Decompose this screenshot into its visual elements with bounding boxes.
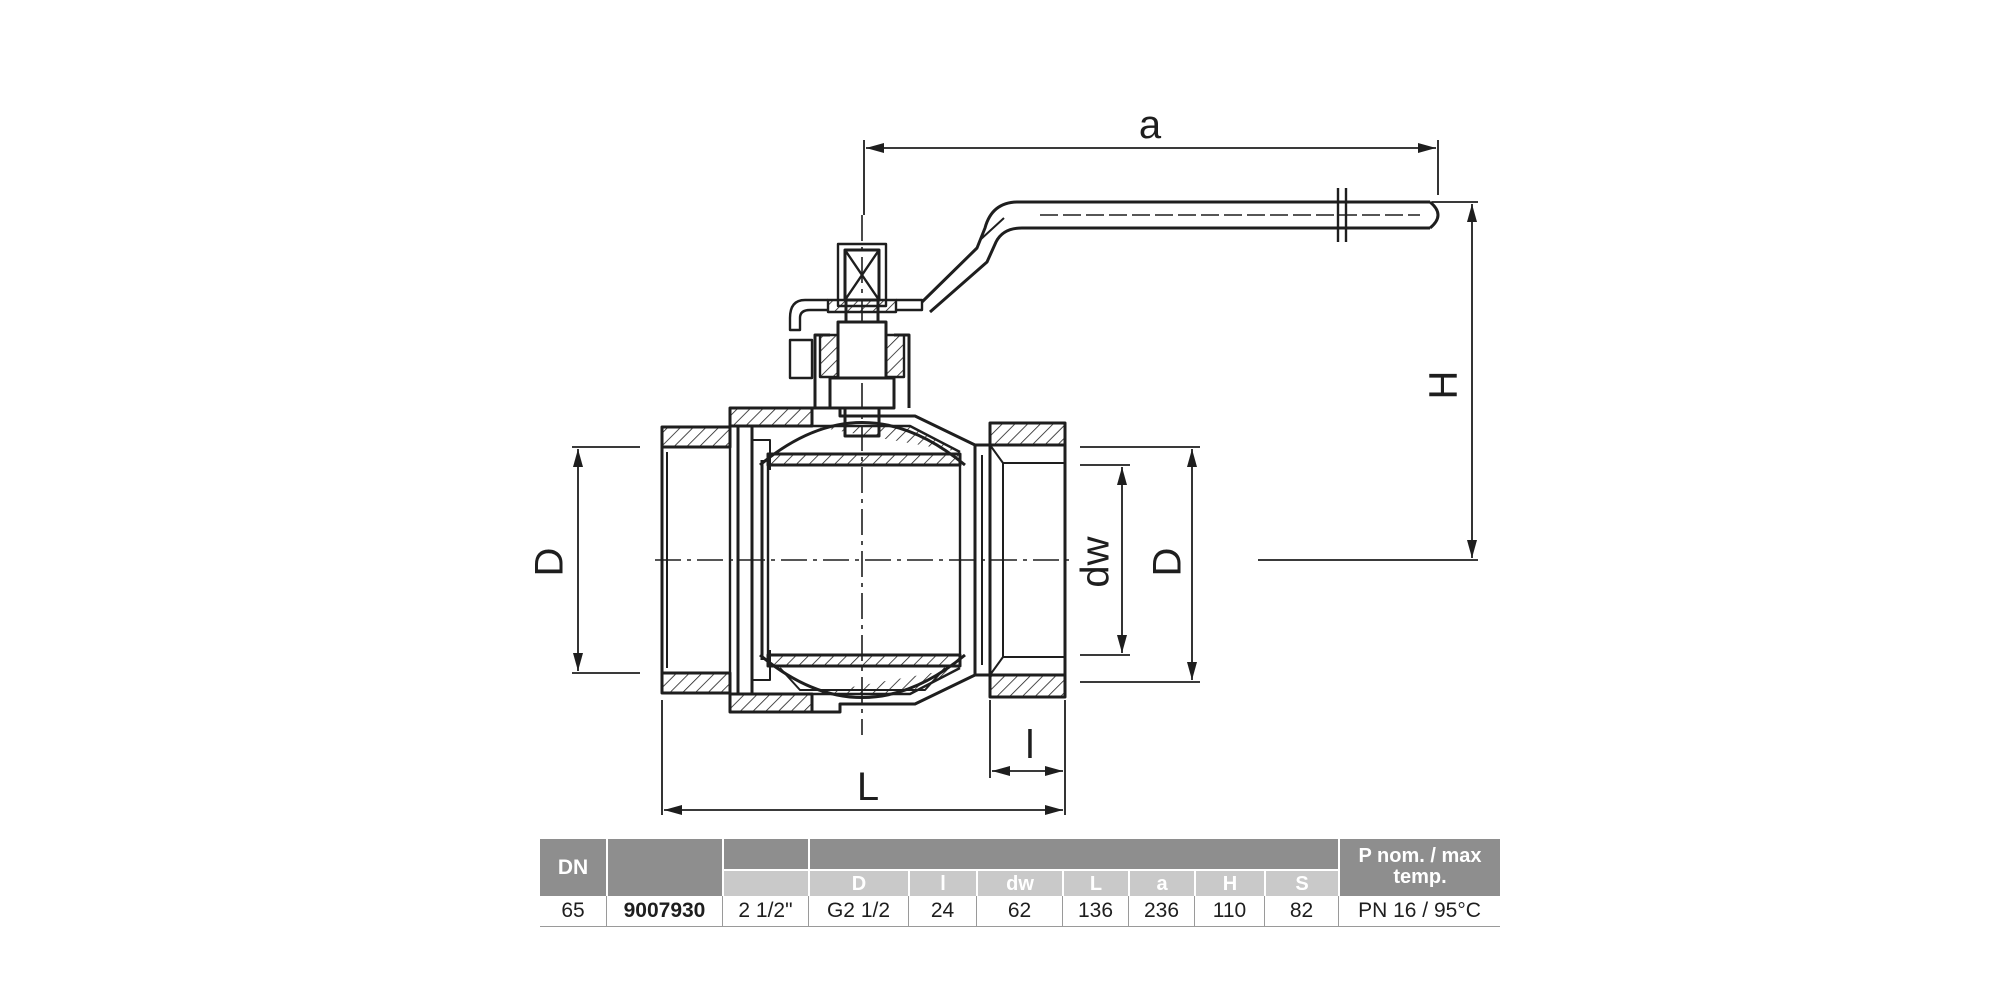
cell-size: 2 1/2" bbox=[722, 896, 808, 926]
cell-H: 110 bbox=[1194, 896, 1264, 926]
header-pressure: P nom. / max temp. bbox=[1338, 839, 1500, 896]
cell-dw: 62 bbox=[976, 896, 1062, 926]
header-pressure-line2: temp. bbox=[1393, 866, 1447, 888]
cell-dn: 65 bbox=[561, 899, 585, 922]
table-row: 65 9007930 2 1/2" G2 1/2 24 62 136 236 1… bbox=[540, 896, 1500, 927]
header-D: D bbox=[808, 869, 908, 896]
header-size-top bbox=[722, 839, 808, 869]
header-S: S bbox=[1264, 869, 1338, 896]
valve-body bbox=[660, 406, 1067, 714]
header-H: H bbox=[1194, 869, 1264, 896]
header-L: L bbox=[1062, 869, 1128, 896]
handle-lever bbox=[920, 188, 1440, 314]
header-dimensions-group bbox=[808, 839, 1338, 869]
header-l: l bbox=[908, 869, 976, 896]
dim-label-L: L bbox=[857, 765, 879, 809]
table-header: DN D l dw L a H S P nom. / max temp. bbox=[540, 839, 1500, 896]
cell-pressure: PN 16 / 95°C bbox=[1338, 896, 1500, 926]
cell-code: 9007930 bbox=[606, 896, 722, 926]
cell-D: G2 1/2 bbox=[808, 896, 908, 926]
header-dw: dw bbox=[976, 869, 1062, 896]
dim-label-l: l bbox=[1026, 723, 1035, 767]
dim-label-D-right: D bbox=[1146, 548, 1190, 577]
cell-a: 236 bbox=[1128, 896, 1194, 926]
dim-label-D-left: D bbox=[528, 548, 572, 577]
cell-L: 136 bbox=[1062, 896, 1128, 926]
dim-label-dw: dw bbox=[1074, 536, 1118, 587]
dim-label-a: a bbox=[1139, 103, 1162, 147]
header-a: a bbox=[1128, 869, 1194, 896]
header-code bbox=[606, 839, 722, 896]
cell-S: 82 bbox=[1264, 896, 1338, 926]
dim-label-H: H bbox=[1422, 371, 1466, 400]
ball-valve-drawing: a H D dw D l L bbox=[528, 103, 1478, 815]
dimension-lines bbox=[572, 140, 1478, 815]
header-size bbox=[722, 869, 808, 896]
header-pressure-line1: P nom. / max bbox=[1358, 845, 1482, 867]
cell-l: 24 bbox=[908, 896, 976, 926]
header-dn: DN bbox=[540, 839, 606, 896]
valve-stem bbox=[788, 242, 924, 438]
